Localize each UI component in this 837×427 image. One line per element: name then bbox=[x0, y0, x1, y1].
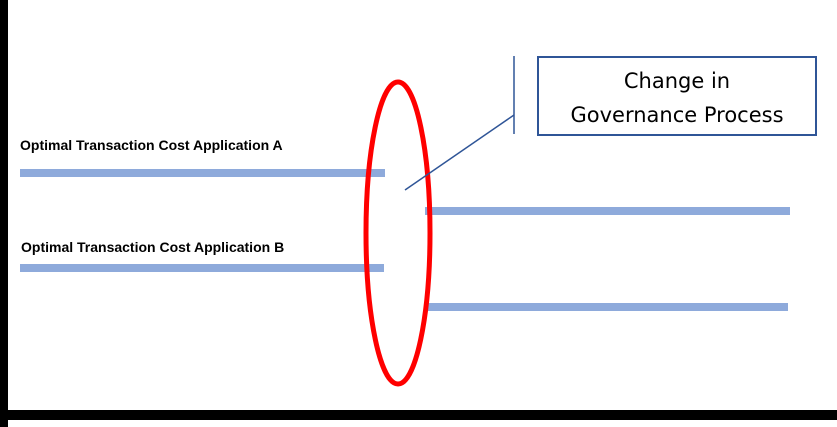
callout-line-1: Change in bbox=[624, 69, 730, 93]
highlight-ellipse bbox=[363, 79, 433, 387]
bar-b-after bbox=[427, 303, 788, 311]
label-application-b: Optimal Transaction Cost Application B bbox=[21, 239, 284, 255]
callout-line-2: Governance Process bbox=[570, 103, 783, 127]
callout-box bbox=[537, 56, 817, 136]
x-axis bbox=[0, 410, 837, 420]
bar-b-before bbox=[20, 264, 384, 272]
bar-a-after bbox=[425, 207, 790, 215]
bar-a-before bbox=[20, 169, 385, 177]
y-axis bbox=[0, 0, 8, 427]
label-application-a: Optimal Transaction Cost Application A bbox=[20, 137, 283, 153]
callout-leader-line bbox=[404, 114, 515, 191]
